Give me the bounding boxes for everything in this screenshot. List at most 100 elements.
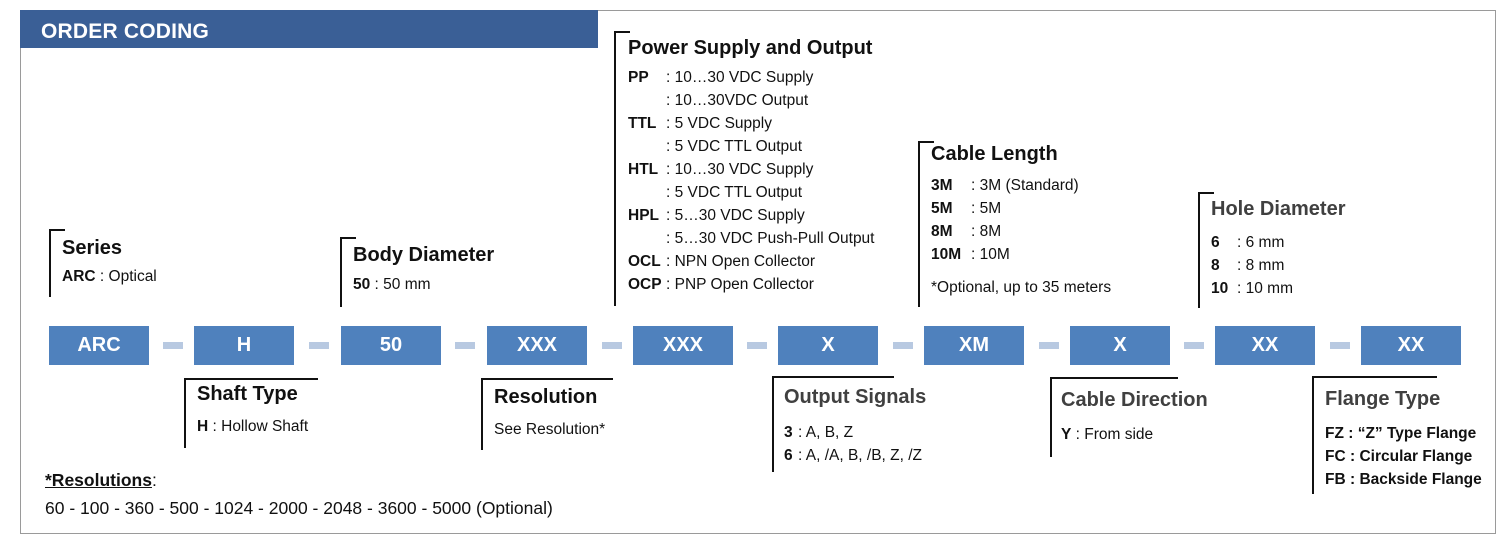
code-box-series: ARC [49,326,149,365]
bracket-line [481,378,613,380]
hole-diameter-section: Hole Diameter 6: 6 mm 8: 8 mm 10: 10 mm [1198,192,1346,308]
shaft-type-title: Shaft Type [197,383,298,405]
code-box-cable-length: XM [924,326,1024,365]
option-code: ARC [62,268,96,285]
code-box-cable-direction: X [1070,326,1170,365]
separator-dash [1184,342,1204,349]
bracket-line [772,376,894,378]
series-title: Series [62,237,123,259]
code-box-body-diameter: 50 [341,326,441,365]
option-text: : Circular Flange [1345,448,1473,465]
option-code: Y [1061,426,1072,443]
option-code: PP [628,69,649,86]
body-diameter-section: Body Diameter 50 : 50 mm [340,237,494,307]
option-code: 6 [1211,234,1220,251]
option-code: HTL [628,161,659,178]
power-supply-section: Power Supply and Output PP: 10…30 VDC Su… [614,31,875,306]
bracket-line [614,31,630,33]
output-signals-row: 3: A, B, Z [784,421,926,444]
option-text: : 5M [971,200,1002,217]
power-supply-row: PP : 10…30 VDC Supply [628,66,875,89]
cable-length-row: 5M : 5M [931,197,1111,220]
bracket-line [1198,192,1214,194]
option-text: : 10…30 VDC Supply [666,69,814,86]
resolution-title: Resolution [494,386,598,408]
separator-dash [163,342,183,349]
cable-direction-row: Y : From side [1061,423,1208,446]
option-text: : 5 VDC TTL Output [666,138,803,155]
option-text: : 10 mm [1237,280,1293,297]
cable-length-section: Cable Length 3M: 3M (Standard) 5M : 5M 8M… [918,141,1111,307]
flange-type-row: FZ : “Z” Type Flange [1325,422,1482,445]
option-code: H [197,418,209,435]
option-code: FB [1325,471,1346,488]
bracket-line [184,378,318,380]
option-text: : From side [1071,426,1154,443]
separator-dash [602,342,622,349]
separator-dash [1039,342,1059,349]
bracket-line [918,141,934,143]
option-text: : 10…30 VDC Supply [666,161,814,178]
option-text: : 6 mm [1237,234,1285,251]
option-text: : 5…30 VDC Push-Pull Output [666,230,875,247]
flange-type-title: Flange Type [1325,388,1441,410]
body-diameter-row: 50 : 50 mm [353,273,494,296]
option-code: FC [1325,448,1346,465]
option-text: : 50 mm [370,276,431,293]
flange-type-row: FB : Backside Flange [1325,468,1482,491]
option-text: : Hollow Shaft [208,418,309,435]
option-text: : A, /A, B, /B, Z, /Z [798,447,923,464]
option-text: : PNP Open Collector [666,276,814,293]
option-code: FZ [1325,425,1344,442]
resolutions-footer-title: *Resolutions [45,470,152,490]
option-text: : 3M (Standard) [971,177,1079,194]
separator-dash [455,342,475,349]
power-supply-row: TTL : 5 VDC Supply [628,112,875,135]
option-code: OCL [628,253,661,270]
option-code: 8 [1211,257,1220,274]
code-box-shaft: H [194,326,294,365]
body-diameter-title: Body Diameter [353,244,495,266]
shaft-type-row: H : Hollow Shaft [197,415,308,438]
option-code: TTL [628,115,657,132]
cable-length-row: 10M: 10M [931,243,1111,266]
power-supply-row: OCP: PNP Open Collector [628,273,875,296]
option-code: 10M [931,246,962,263]
code-box-hole-diameter: XX [1215,326,1315,365]
series-section: Series ARC : Optical [49,229,157,297]
option-text: : 8 mm [1237,257,1285,274]
hole-diameter-row: 8 : 8 mm [1211,254,1346,277]
flange-type-row: FC : Circular Flange [1325,445,1482,468]
cable-length-row: 3M: 3M (Standard) [931,174,1111,197]
flange-type-section: Flange Type FZ : “Z” Type Flange FC : Ci… [1312,376,1482,494]
resolutions-footer: *Resolutions: 60 - 100 - 360 - 500 - 102… [45,467,553,521]
hole-diameter-row: 10 : 10 mm [1211,277,1346,300]
power-supply-row: HPL : 5…30 VDC Supply [628,204,875,227]
option-text: : NPN Open Collector [666,253,816,270]
option-text: : 10…30VDC Output [666,92,809,109]
option-text: : Optical [95,268,157,285]
power-supply-row: : 10…30VDC Output [628,89,875,112]
option-text: : 8M [971,223,1002,240]
option-code: HPL [628,207,659,224]
bracket-line [340,237,356,239]
option-text: : 5 VDC Supply [666,115,772,132]
resolution-section: Resolution See Resolution* [481,378,605,450]
option-code: 5M [931,200,953,217]
option-code: 10 [1211,280,1229,297]
bracket-line [1312,376,1437,378]
cable-length-row: 8M: 8M [931,220,1111,243]
cable-length-title: Cable Length [931,143,1058,165]
diagram-frame [20,10,1496,534]
resolutions-footer-colon: : [151,470,157,490]
shaft-type-section: Shaft Type H : Hollow Shaft [184,378,308,448]
separator-dash [893,342,913,349]
power-supply-row: OCL : NPN Open Collector [628,250,875,273]
power-supply-row: : 5…30 VDC Push-Pull Output [628,227,875,250]
header-title: ORDER CODING [20,10,598,48]
option-text: : “Z” Type Flange [1343,425,1477,442]
code-box-power-supply: XXX [633,326,733,365]
option-text: : 5 VDC TTL Output [666,184,803,201]
option-text: : 5…30 VDC Supply [666,207,805,224]
power-supply-row: HTL : 10…30 VDC Supply [628,158,875,181]
